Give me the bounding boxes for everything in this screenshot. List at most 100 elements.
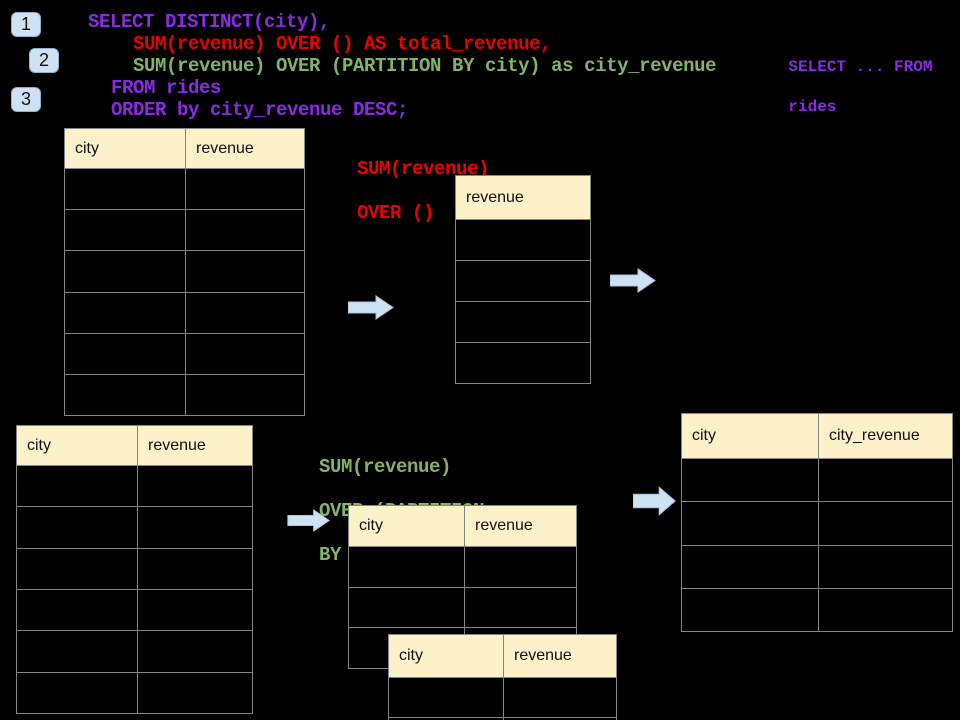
table-row	[17, 506, 252, 548]
table-cell	[456, 220, 590, 260]
column-header-city: city	[359, 517, 383, 534]
table-cell	[818, 545, 952, 588]
table-partition-overlay: city revenue	[388, 634, 617, 720]
side-note-line-1: SELECT ... FROM	[788, 58, 933, 76]
column-header-city: city	[75, 139, 99, 157]
table-cell	[389, 678, 503, 717]
column-header-city: city	[27, 436, 51, 454]
table-cell	[682, 502, 818, 544]
table-rides-bottom: city revenue	[16, 425, 253, 714]
table-cell	[456, 343, 590, 383]
table-cell	[464, 587, 576, 628]
table-row	[456, 301, 590, 342]
table-row	[65, 209, 304, 251]
annotation-partition-line-1: SUM(revenue)	[319, 456, 452, 478]
table-rides-top: city revenue	[64, 128, 305, 416]
step-badge-2: 2	[29, 48, 59, 73]
sql-line-order: ORDER by city_revenue DESC;	[111, 99, 409, 121]
column-header-city: city	[399, 647, 423, 664]
annotation-total-line-2: OVER ()	[357, 202, 435, 224]
table-row	[682, 587, 952, 631]
table-cell	[17, 673, 137, 713]
table-cell	[65, 169, 185, 209]
step-badge-3-label: 3	[20, 89, 31, 109]
table-cell	[17, 507, 137, 547]
table-cell	[456, 261, 590, 301]
table-row	[65, 332, 304, 374]
table-cell	[65, 334, 185, 374]
table-row	[682, 458, 952, 502]
flow-arrow-total-2	[610, 268, 656, 293]
table-row	[17, 547, 252, 589]
table-cell	[503, 678, 616, 717]
column-header-city-revenue: city_revenue	[818, 414, 952, 458]
table-row	[17, 671, 252, 713]
table-cell	[185, 251, 304, 292]
table-cell	[349, 547, 464, 587]
table-row	[65, 168, 304, 210]
table-row	[389, 677, 616, 717]
step-badge-2-label: 2	[38, 50, 49, 70]
table-header-row: city revenue	[349, 506, 576, 546]
column-header-revenue: revenue	[464, 506, 576, 546]
table-cell	[137, 631, 252, 672]
table-header-row: city revenue	[65, 129, 304, 168]
column-header-revenue: revenue	[466, 188, 524, 206]
table-cell	[137, 466, 252, 507]
annotation-total-line-1: SUM(revenue)	[357, 158, 490, 180]
step-badge-3: 3	[11, 87, 41, 112]
side-note-line-2: rides	[788, 98, 837, 116]
table-cell	[185, 374, 304, 416]
table-cell	[137, 507, 252, 548]
flow-arrow-partition-1	[287, 509, 331, 532]
annotation-total-revenue: SUM(revenue) OVER ()	[313, 136, 489, 246]
table-cell	[137, 548, 252, 589]
table-row	[349, 546, 576, 587]
table-cell	[682, 459, 818, 501]
table-cell	[137, 589, 252, 631]
table-cell	[65, 251, 185, 291]
table-row	[389, 717, 616, 720]
column-header-revenue: revenue	[503, 635, 616, 677]
table-cell	[185, 210, 304, 251]
flow-arrow-total-1	[348, 295, 394, 320]
table-row	[682, 544, 952, 588]
table-cell	[464, 547, 576, 587]
table-cell	[456, 302, 590, 342]
column-header-revenue: revenue	[137, 426, 252, 465]
table-total-revenue-result: revenue	[455, 175, 591, 384]
table-row	[682, 501, 952, 545]
step-badge-1-label: 1	[20, 14, 31, 34]
table-cell	[818, 502, 952, 545]
table-cell	[137, 672, 252, 713]
table-header-row: city revenue	[17, 426, 252, 465]
table-cell	[503, 718, 616, 720]
table-cell	[349, 588, 464, 628]
table-row	[65, 373, 304, 416]
table-header-row: city city_revenue	[682, 414, 952, 458]
table-cell	[185, 169, 304, 210]
table-cell	[185, 333, 304, 374]
table-cell	[17, 466, 137, 506]
table-cell	[17, 631, 137, 671]
table-cell	[682, 546, 818, 588]
column-header-revenue: revenue	[185, 129, 304, 168]
table-row	[65, 250, 304, 292]
side-note-select-from: SELECT ... FROM rides	[750, 37, 932, 137]
sql-line-from: FROM rides	[111, 77, 222, 99]
sql-line-partition: SUM(revenue) OVER (PARTITION BY city) as…	[133, 55, 717, 77]
flow-arrow-partition-2	[633, 486, 676, 516]
sql-line-total: SUM(revenue) OVER () AS total_revenue,	[133, 33, 552, 55]
table-row	[456, 219, 590, 260]
table-header-row: city revenue	[389, 635, 616, 677]
table-cell	[818, 588, 952, 631]
table-row	[65, 291, 304, 333]
table-row	[17, 588, 252, 631]
table-cell	[65, 375, 185, 415]
table-cell	[17, 590, 137, 630]
table-row	[456, 260, 590, 301]
table-cell	[682, 589, 818, 631]
table-row	[17, 465, 252, 507]
table-cell	[818, 459, 952, 502]
